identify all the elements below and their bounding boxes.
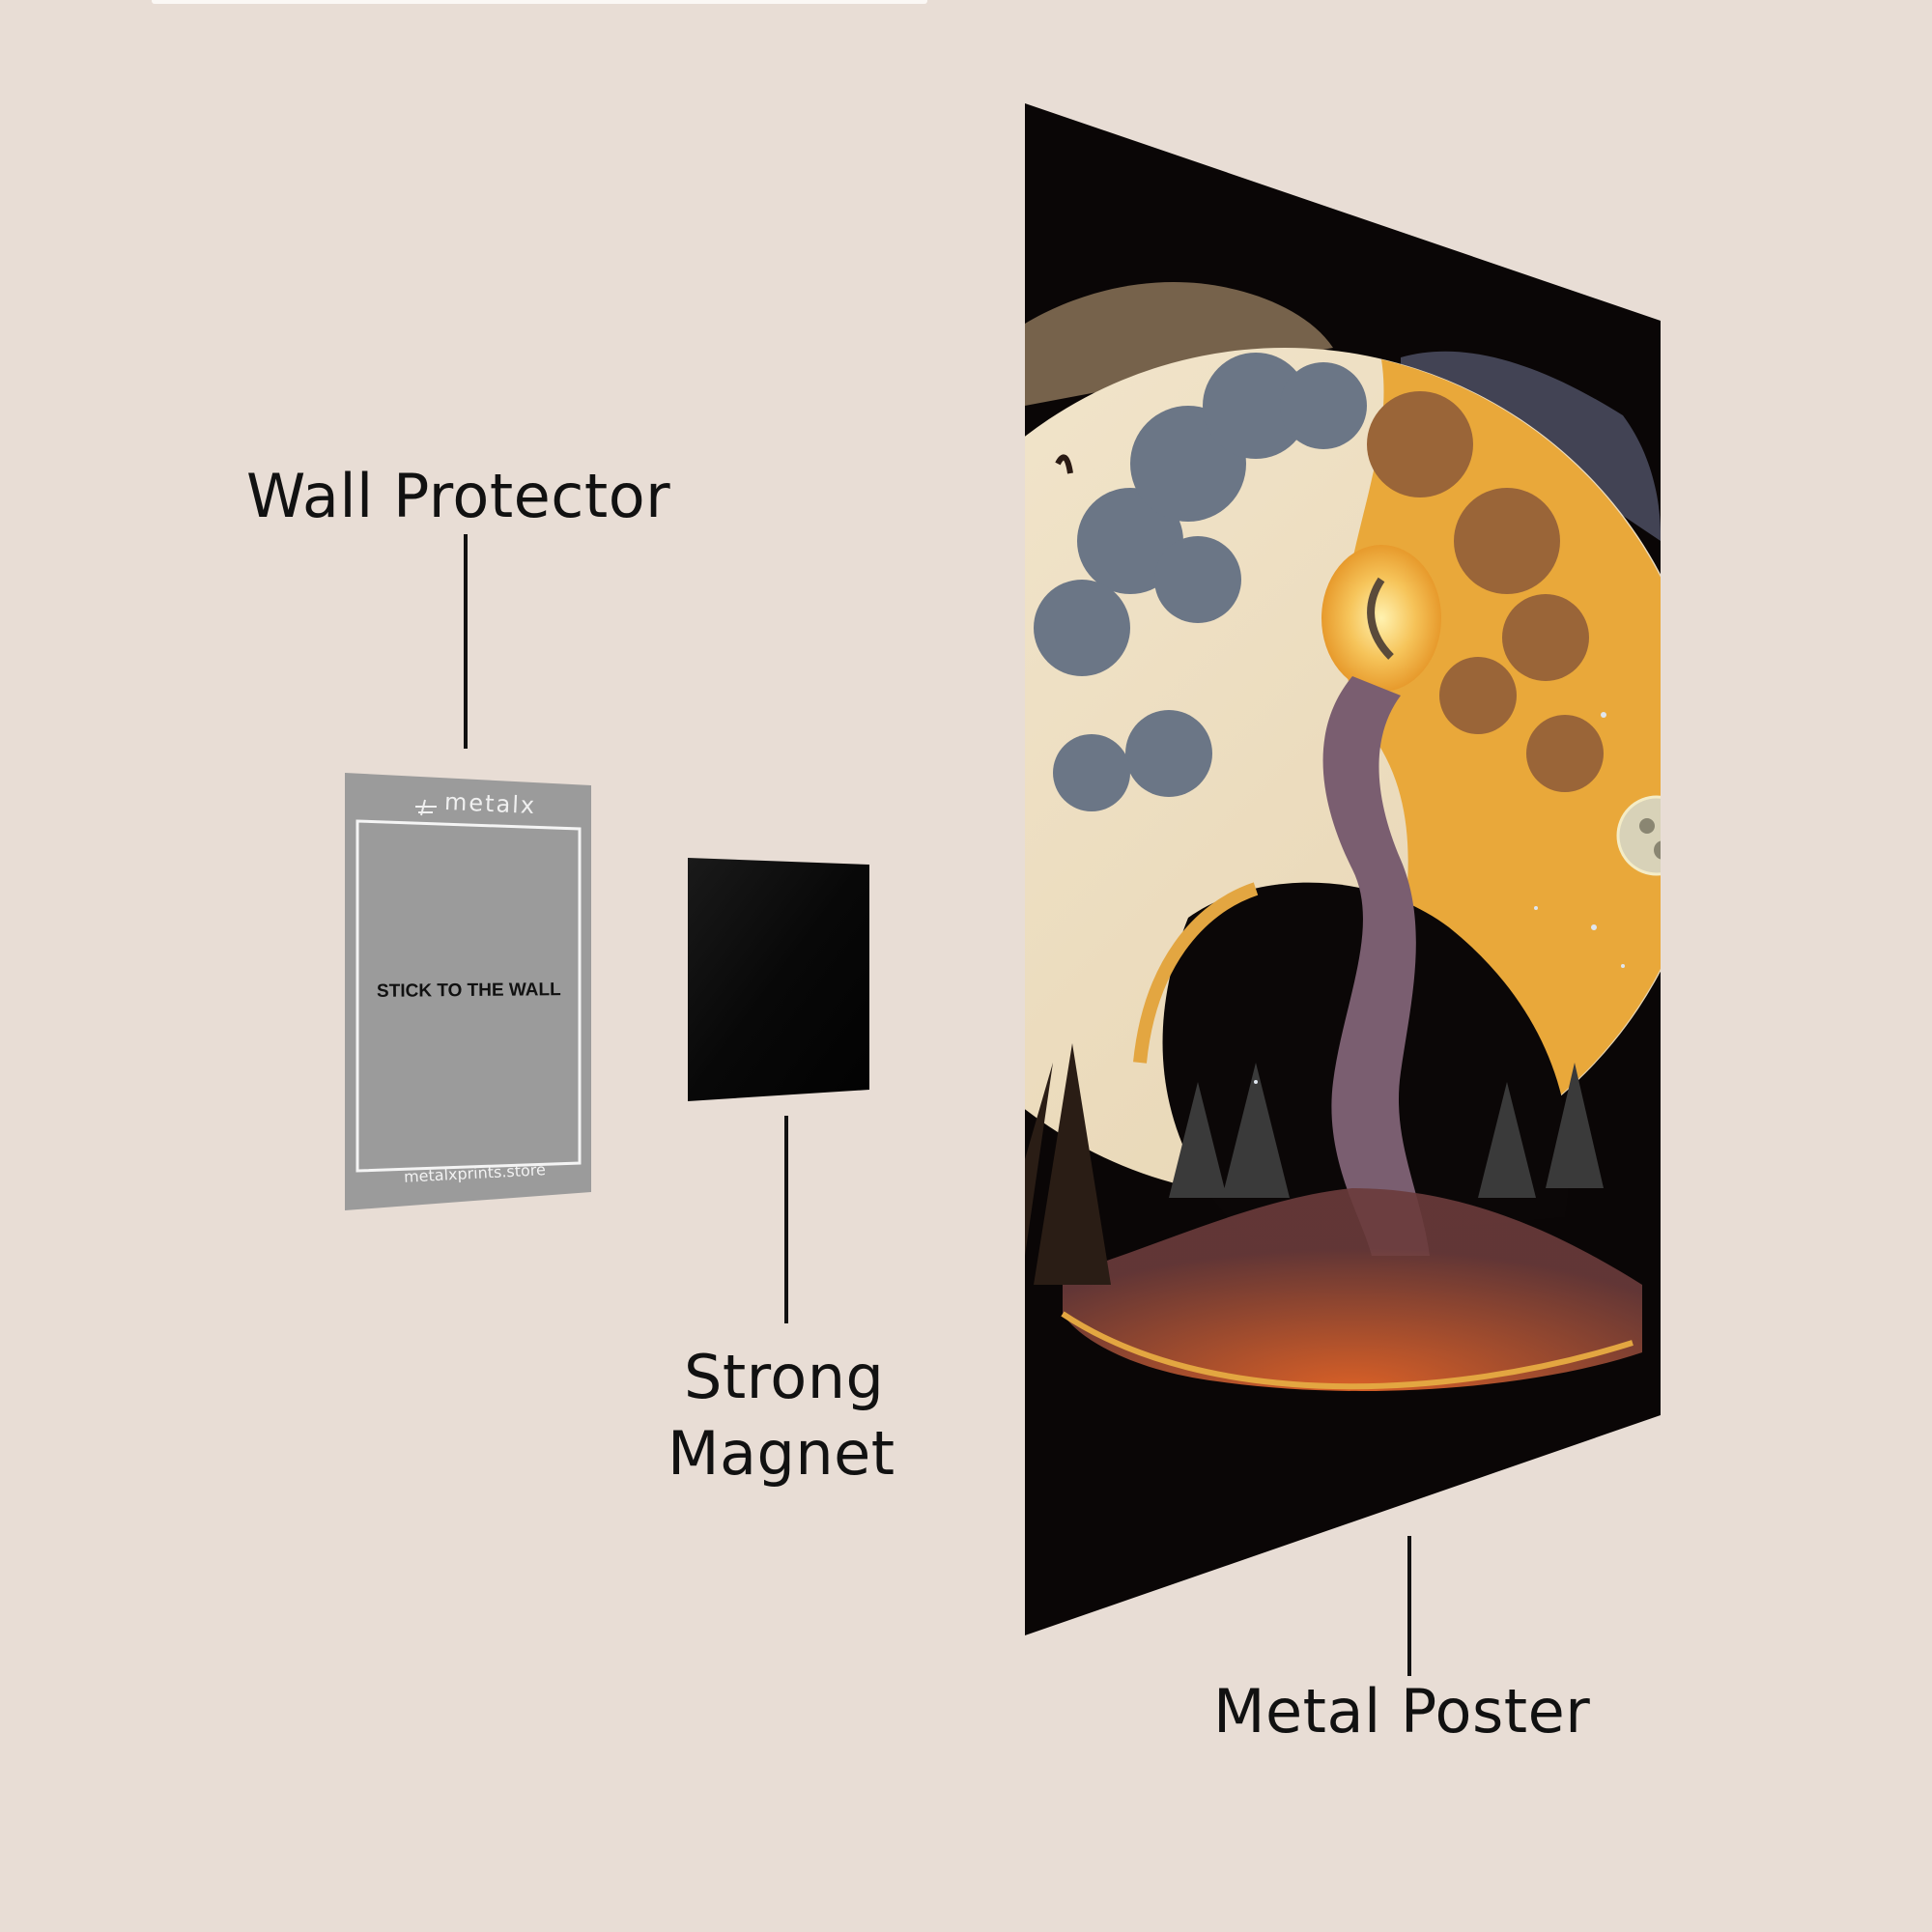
wall-protector-leader-line [464, 534, 468, 749]
wall-protector-label: Wall Protector [246, 461, 671, 531]
metal-poster-leader-line [1407, 1536, 1411, 1676]
top-edge-line [152, 0, 927, 4]
strong-magnet-leader-line [784, 1116, 788, 1323]
metalx-logo-icon [415, 799, 437, 816]
strong-magnet-label-line1: Strong [684, 1342, 885, 1412]
strong-magnet-label-line2: Magnet [668, 1418, 895, 1489]
metal-poster-label: Metal Poster [1213, 1676, 1591, 1747]
